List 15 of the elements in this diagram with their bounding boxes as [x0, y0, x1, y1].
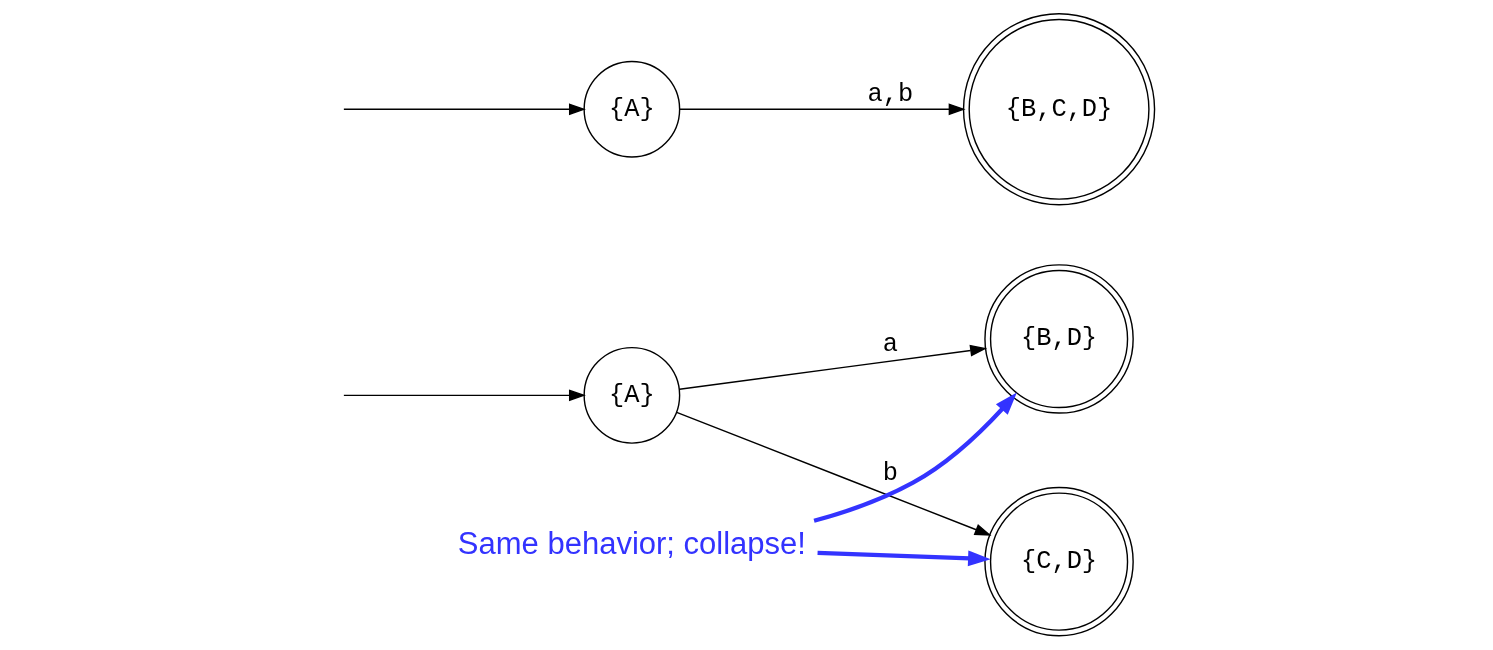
edge-label: a — [882, 329, 899, 359]
arrow — [678, 344, 988, 390]
node-text: Same behavior; collapse! — [457, 526, 806, 562]
node-circle: {B,C,D} — [962, 13, 1156, 206]
arrow — [679, 103, 966, 116]
arrow — [343, 103, 586, 116]
arrow — [817, 550, 991, 567]
edge-label: a,b — [867, 80, 914, 110]
node-circle: {A} — [583, 346, 681, 444]
arrow — [813, 392, 1017, 523]
node-circle: {A} — [583, 60, 681, 158]
node-circle: {C,D} — [984, 486, 1134, 637]
edge-label: b — [882, 459, 899, 489]
arrow — [676, 411, 992, 536]
arrow — [343, 389, 586, 402]
